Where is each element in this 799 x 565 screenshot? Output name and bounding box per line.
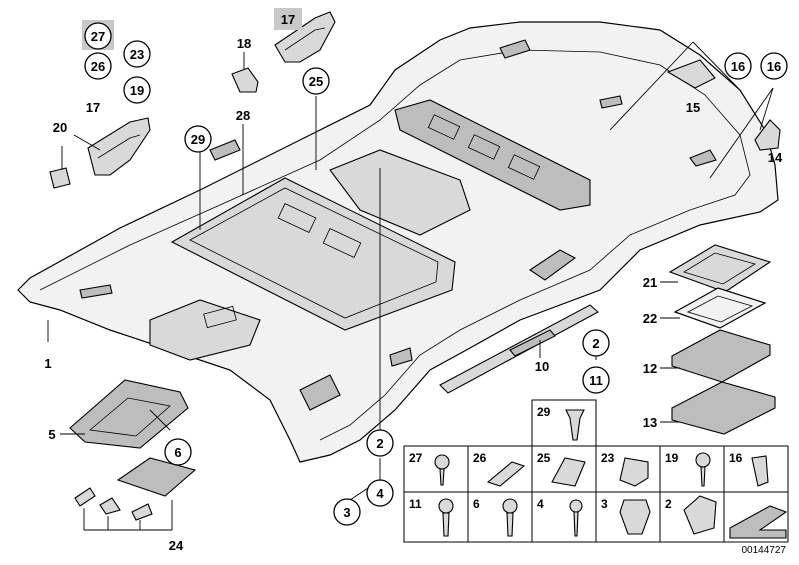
leader-lines (47, 41, 774, 531)
highlight-17 (274, 8, 302, 30)
table-label-2: 2 (665, 497, 672, 511)
hardware-table: 29 27 26 25 23 19 16 11 6 4 3 2 (403, 399, 789, 543)
callout-circle-2a (582, 329, 610, 357)
callout-circle-4 (366, 479, 394, 507)
callout-circle-6 (164, 438, 192, 466)
part-5-console (69, 379, 189, 449)
label-15: 15 (686, 100, 700, 115)
handle-17-left (87, 117, 151, 176)
label-20: 20 (53, 120, 67, 135)
label-3: 3 (343, 505, 350, 520)
label-2b: 2 (376, 436, 383, 451)
label-14: 14 (768, 150, 783, 165)
table-label-19: 19 (665, 451, 679, 465)
label-12: 12 (643, 361, 657, 376)
table-label-16: 16 (729, 451, 743, 465)
label-4: 4 (376, 486, 384, 501)
label-27: 27 (91, 29, 105, 44)
table-label-4: 4 (537, 497, 544, 511)
label-1: 1 (44, 356, 51, 371)
table-label-26: 26 (473, 451, 487, 465)
table-label-27: 27 (409, 451, 423, 465)
callout-circle-26 (84, 52, 112, 80)
part-24-set (74, 457, 197, 521)
label-5: 5 (48, 427, 55, 442)
part-10-detail (509, 329, 556, 357)
handle-17-top (274, 11, 336, 63)
label-24: 24 (169, 538, 184, 553)
table-label-29: 29 (537, 405, 551, 419)
table-label-25: 25 (537, 451, 551, 465)
part-15 (666, 59, 716, 89)
label-23: 23 (130, 47, 144, 62)
label-10: 10 (535, 359, 549, 374)
table-label-11: 11 (409, 497, 422, 511)
label-21: 21 (643, 275, 657, 290)
callout-circle-16b (760, 52, 788, 80)
callout-circle-11 (582, 366, 610, 394)
table-label-23: 23 (601, 451, 615, 465)
headliner (17, 21, 779, 463)
label-28: 28 (236, 108, 250, 123)
label-17-top: 17 (281, 12, 295, 27)
reference-number: 00144727 (742, 545, 787, 556)
label-16b: 16 (767, 59, 781, 74)
label-19: 19 (130, 83, 144, 98)
table-label-3: 3 (601, 497, 608, 511)
table-label-6: 6 (473, 497, 480, 511)
clip-20 (49, 167, 71, 189)
label-22: 22 (643, 311, 657, 326)
label-16a: 16 (731, 59, 745, 74)
label-13: 13 (643, 415, 657, 430)
callout-circle-3 (333, 498, 361, 526)
label-11a: 11 (589, 373, 603, 388)
callout-circle-19 (123, 76, 151, 104)
callout-circle-16a (724, 52, 752, 80)
label-17-left: 17 (86, 100, 100, 115)
callout-circle-23 (123, 40, 151, 68)
label-29: 29 (191, 132, 205, 147)
part-18 (231, 67, 259, 93)
part-14 (754, 119, 781, 151)
label-26: 26 (91, 59, 105, 74)
label-6: 6 (174, 445, 181, 460)
callout-circle-2b (366, 429, 394, 457)
label-18: 18 (237, 36, 251, 51)
light-stack (668, 244, 776, 435)
label-25: 25 (309, 74, 323, 89)
callout-circle-25 (302, 67, 330, 95)
arrow-icon (729, 505, 788, 539)
callout-circle-29 (184, 125, 212, 153)
label-2a: 2 (592, 336, 599, 351)
callout-circle-27 (84, 22, 112, 50)
